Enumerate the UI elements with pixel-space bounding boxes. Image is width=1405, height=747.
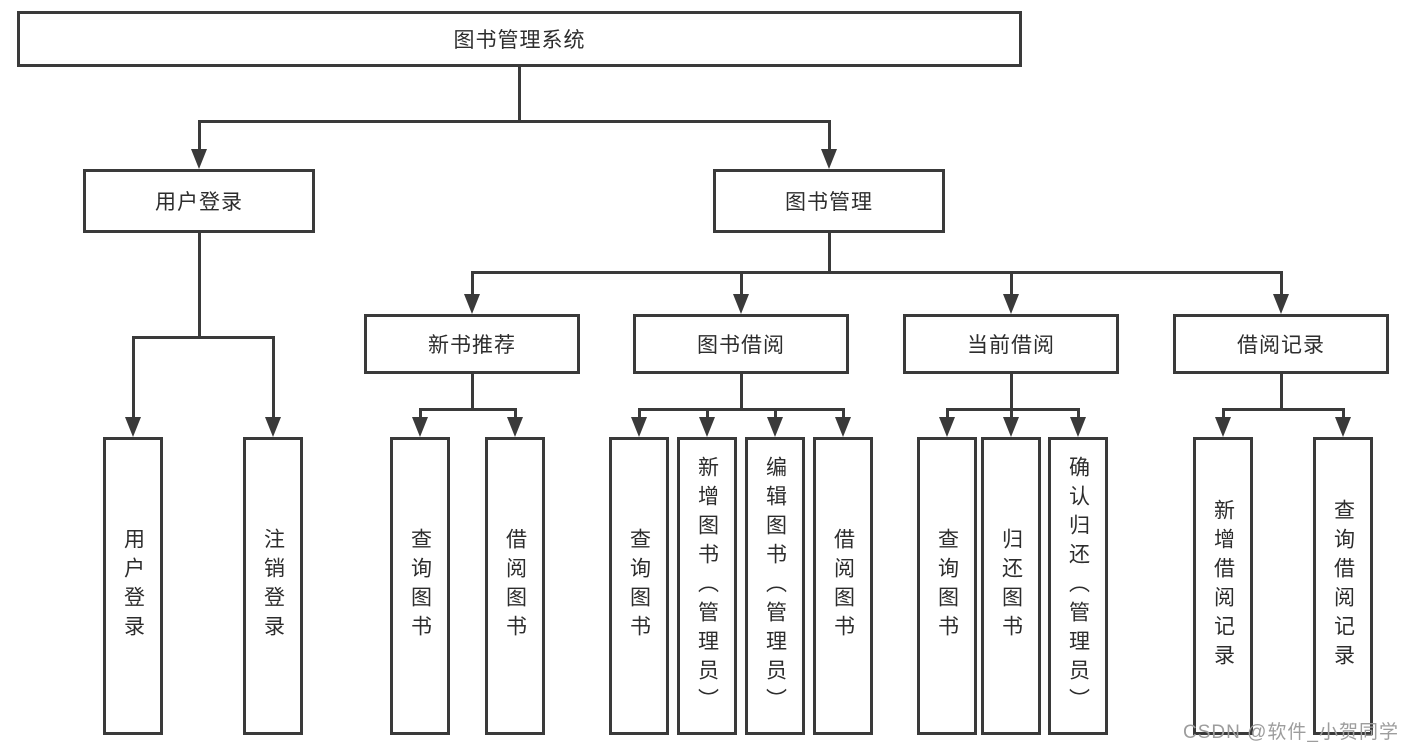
connector-root-bar: [198, 120, 831, 123]
node-label: 用户登录: [121, 528, 145, 644]
arrow-down-icon: [412, 417, 428, 437]
connector-drop: [706, 408, 709, 419]
connector-root-stem: [518, 67, 521, 120]
node-label: 新增图书（管理员）: [695, 455, 719, 717]
connector-drop: [1010, 271, 1013, 296]
node-leaf-borrow-books-borrowing: 借阅图书: [813, 437, 873, 735]
arrow-down-icon: [125, 417, 141, 437]
node-book-management: 图书管理: [713, 169, 945, 233]
arrow-down-icon: [1003, 294, 1019, 314]
node-label: 查询图书: [408, 528, 432, 644]
node-label: 借阅图书: [503, 528, 527, 644]
node-label: 查询图书: [935, 528, 959, 644]
connector-drop: [774, 408, 777, 419]
node-book-borrowing: 图书借阅: [633, 314, 849, 374]
connector-drop: [132, 336, 135, 419]
arrow-down-icon: [1215, 417, 1231, 437]
connector-userlogin-bar: [132, 336, 275, 339]
node-leaf-add-borrow-record: 新增借阅记录: [1193, 437, 1253, 735]
connector-drop: [471, 271, 474, 296]
node-leaf-edit-books-admin: 编辑图书（管理员）: [745, 437, 805, 735]
node-label: 借阅记录: [1237, 334, 1325, 357]
connector-drop: [1010, 408, 1013, 419]
arrow-down-icon: [1070, 417, 1086, 437]
node-leaf-borrow-books-recommend: 借阅图书: [485, 437, 545, 735]
connector-bookborrow-bar: [638, 408, 845, 411]
arrow-down-icon: [835, 417, 851, 437]
connector-currentborrow-stem: [1010, 374, 1013, 408]
connector-drop: [514, 408, 517, 419]
connector-userlogin-stem: [198, 233, 201, 336]
node-leaf-add-books-admin: 新增图书（管理员）: [677, 437, 737, 735]
connector-drop: [946, 408, 949, 419]
connector-drop: [842, 408, 845, 419]
arrow-down-icon: [1335, 417, 1351, 437]
connector-drop: [1222, 408, 1225, 419]
connector-newbooks-stem: [471, 374, 474, 408]
node-label: 用户登录: [155, 191, 243, 214]
node-leaf-query-books-borrowing: 查询图书: [609, 437, 669, 735]
node-label: 当前借阅: [967, 334, 1055, 357]
connector-drop: [272, 336, 275, 419]
node-label: 新增借阅记录: [1211, 499, 1235, 673]
arrow-down-icon: [767, 417, 783, 437]
connector-records-stem: [1280, 374, 1283, 408]
node-label: 注销登录: [261, 528, 285, 644]
arrow-down-icon: [733, 294, 749, 314]
arrow-down-icon: [191, 149, 207, 169]
node-label: 图书管理: [785, 191, 873, 214]
node-label: 借阅图书: [831, 528, 855, 644]
node-label: 新书推荐: [428, 334, 516, 357]
arrow-down-icon: [699, 417, 715, 437]
node-label: 查询借阅记录: [1331, 499, 1355, 673]
node-book-management-system: 图书管理系统: [17, 11, 1022, 67]
arrow-down-icon: [1003, 417, 1019, 437]
node-label: 归还图书: [999, 528, 1023, 644]
connector-drop: [419, 408, 422, 419]
node-leaf-query-books-recommend: 查询图书: [390, 437, 450, 735]
arrow-down-icon: [1273, 294, 1289, 314]
connector-drop: [1280, 271, 1283, 296]
node-leaf-user-login: 用户登录: [103, 437, 163, 735]
node-leaf-confirm-return-admin: 确认归还（管理员）: [1048, 437, 1108, 735]
node-leaf-logout: 注销登录: [243, 437, 303, 735]
node-label: 图书管理系统: [453, 29, 586, 52]
connector-bookmgmt-stem: [828, 233, 831, 271]
connector-drop: [828, 120, 831, 151]
arrow-down-icon: [464, 294, 480, 314]
arrow-down-icon: [507, 417, 523, 437]
connector-drop: [638, 408, 641, 419]
arrow-down-icon: [821, 149, 837, 169]
connector-drop: [740, 271, 743, 296]
arrow-down-icon: [631, 417, 647, 437]
arrow-down-icon: [265, 417, 281, 437]
node-leaf-query-borrow-record: 查询借阅记录: [1313, 437, 1373, 735]
connector-drop: [198, 120, 201, 151]
node-new-book-recommend: 新书推荐: [364, 314, 580, 374]
node-label: 编辑图书（管理员）: [763, 455, 787, 717]
connector-records-bar: [1222, 408, 1345, 411]
connector-bookmgmt-bar: [471, 271, 1283, 274]
connector-newbooks-bar: [419, 408, 517, 411]
arrow-down-icon: [939, 417, 955, 437]
node-label: 图书借阅: [697, 334, 785, 357]
node-leaf-return-books: 归还图书: [981, 437, 1041, 735]
csdn-watermark: CSDN @软件_小贺同学: [1183, 722, 1399, 743]
node-borrowing-records: 借阅记录: [1173, 314, 1389, 374]
connector-drop: [1342, 408, 1345, 419]
node-leaf-query-books-current: 查询图书: [917, 437, 977, 735]
connector-bookborrow-stem: [740, 374, 743, 408]
node-user-login: 用户登录: [83, 169, 315, 233]
connector-drop: [1077, 408, 1080, 419]
node-label: 确认归还（管理员）: [1066, 455, 1090, 717]
node-label: 查询图书: [627, 528, 651, 644]
node-current-borrowing: 当前借阅: [903, 314, 1119, 374]
